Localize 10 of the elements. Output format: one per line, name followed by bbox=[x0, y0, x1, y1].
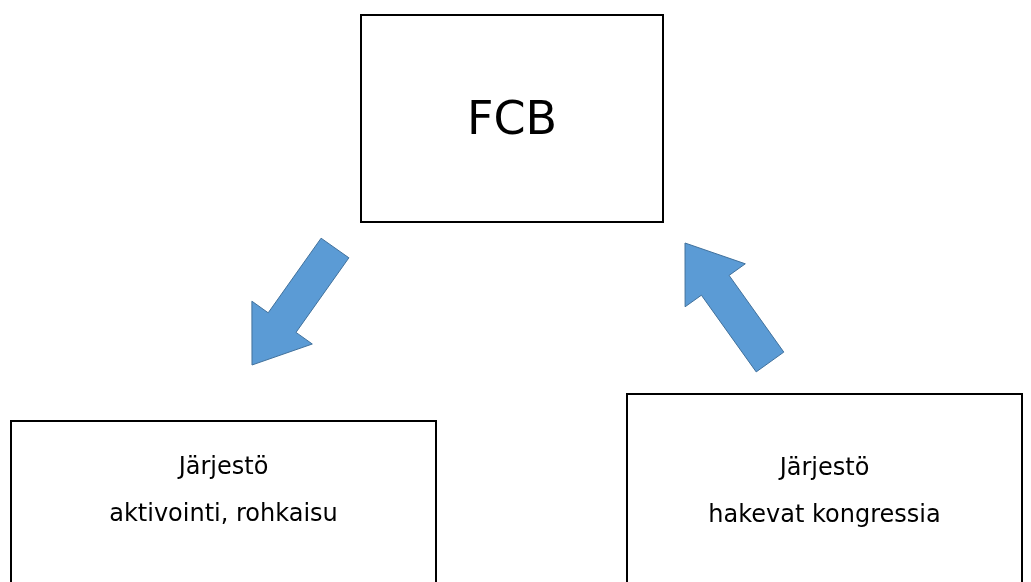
box-text: hakevat kongressia bbox=[708, 499, 941, 529]
box-heading: Järjestö bbox=[779, 453, 870, 482]
box-title: FCB bbox=[466, 90, 558, 147]
block-arrow bbox=[251, 237, 350, 366]
text-box bbox=[10, 420, 437, 582]
block-arrow bbox=[684, 242, 785, 373]
text-box bbox=[360, 14, 664, 223]
box-text: aktivointi, rohkaisu bbox=[109, 498, 338, 528]
text-box bbox=[626, 393, 1023, 582]
box-heading: Järjestö bbox=[178, 452, 269, 481]
